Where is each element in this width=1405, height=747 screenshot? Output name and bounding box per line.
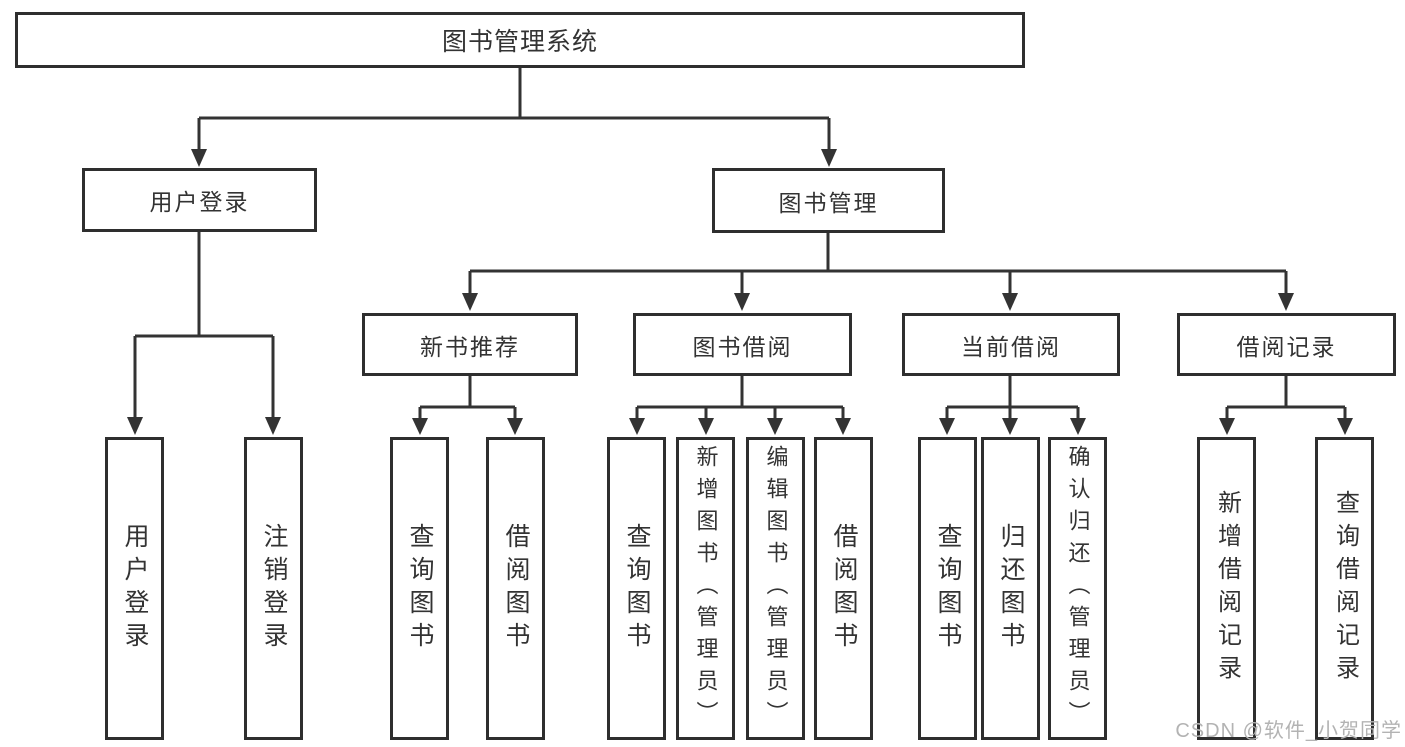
node-book-borrowing-label: 图书借阅 — [692, 333, 793, 360]
leaf-query-books-borrowing: 查询图书 — [607, 437, 666, 740]
node-root-label: 图书管理系统 — [441, 28, 598, 56]
leaf-borrow-books-borrowing: 借阅图书 — [814, 437, 873, 740]
leaf-edit-books-admin: 编辑图书（管理员） — [746, 437, 805, 740]
node-borrowing-records: 借阅记录 — [1177, 313, 1396, 376]
leaf-query-books-recommend-label: 查询图书 — [406, 522, 434, 655]
leaf-query-books-recommend: 查询图书 — [390, 437, 449, 740]
leaf-confirm-return-admin: 确认归还（管理员） — [1048, 437, 1107, 740]
leaf-borrow-books-borrowing-label: 借阅图书 — [830, 522, 858, 655]
leaf-edit-books-admin-label: 编辑图书（管理员） — [763, 444, 789, 733]
leaf-return-books-label: 归还图书 — [997, 522, 1025, 655]
leaf-return-books: 归还图书 — [981, 437, 1040, 740]
node-current-borrowing-label: 当前借阅 — [961, 333, 1061, 360]
node-book-management-label: 图书管理 — [778, 189, 879, 216]
leaf-query-borrow-record: 查询借阅记录 — [1315, 437, 1374, 740]
leaf-add-books-admin-label: 新增图书（管理员） — [693, 444, 719, 733]
connector-new-book-children — [412, 376, 523, 435]
node-root: 图书管理系统 — [15, 12, 1025, 68]
leaf-borrow-books-recommend: 借阅图书 — [486, 437, 545, 740]
leaf-query-books-current-label: 查询图书 — [934, 522, 962, 655]
leaf-borrow-books-recommend-label: 借阅图书 — [502, 522, 530, 655]
leaf-add-books-admin: 新增图书（管理员） — [676, 437, 735, 740]
connector-current-borrow-children — [939, 376, 1086, 435]
leaf-add-borrow-record-label: 新增借阅记录 — [1213, 489, 1241, 688]
leaf-logout-login-label: 注销登录 — [260, 522, 288, 655]
leaf-logout-login: 注销登录 — [244, 437, 303, 740]
leaf-confirm-return-admin-label: 确认归还（管理员） — [1065, 444, 1091, 733]
leaf-add-borrow-record: 新增借阅记录 — [1197, 437, 1256, 740]
node-book-management: 图书管理 — [712, 168, 945, 233]
leaf-user-login-label: 用户登录 — [121, 522, 149, 655]
connector-borrow-records-children — [1219, 376, 1353, 435]
connector-user-login-children — [127, 232, 281, 435]
node-current-borrowing: 当前借阅 — [902, 313, 1120, 376]
leaf-query-books-current: 查询图书 — [918, 437, 977, 740]
leaf-query-borrow-record-label: 查询借阅记录 — [1331, 489, 1359, 688]
node-book-borrowing: 图书借阅 — [633, 313, 852, 376]
node-borrowing-records-label: 借阅记录 — [1236, 333, 1337, 360]
node-user-login-label: 用户登录 — [149, 189, 250, 215]
node-new-book-recommend: 新书推荐 — [362, 313, 578, 376]
leaf-query-books-borrowing-label: 查询图书 — [623, 522, 651, 655]
connector-root-to-level2 — [191, 68, 837, 167]
connector-book-borrow-children — [629, 376, 851, 435]
leaf-user-login: 用户登录 — [105, 437, 164, 740]
node-user-login: 用户登录 — [82, 168, 317, 232]
csdn-watermark: CSDN @软件_小贺同学 — [1175, 720, 1402, 742]
node-new-book-recommend-label: 新书推荐 — [420, 333, 520, 360]
connector-book-management-children — [462, 233, 1294, 311]
